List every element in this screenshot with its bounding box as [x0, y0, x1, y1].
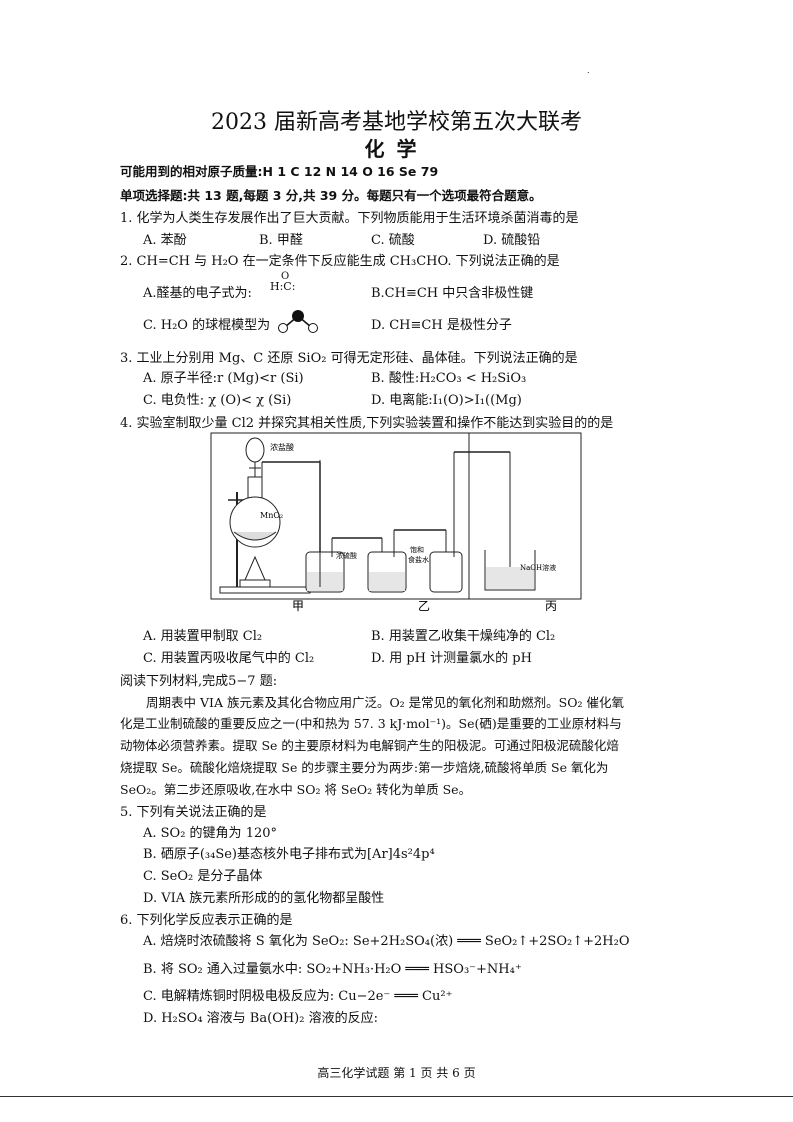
experiment-apparatus-diagram: 浓盐酸 MnO₂ 浓硫酸 饱和 食盐水 NaOH溶液 甲 乙 丙: [210, 432, 582, 612]
q2-option-a: A.醛基的电子式为:: [143, 286, 252, 301]
q6-option-c: C. 电解精炼铜时阴极电极反应为: Cu−2e⁻ ═══ Cu²⁺: [143, 989, 453, 1004]
exam-title: 2023 届新高考基地学校第五次大联考: [211, 110, 582, 135]
q5-stem: 5. 下列有关说法正确的是: [120, 805, 267, 820]
q3-option-b: B. 酸性:H₂CO₃ < H₂SiO₃: [371, 371, 527, 386]
q4-option-c: C. 用装置丙吸收尾气中的 Cl₂: [143, 651, 315, 666]
reading-intro: 阅读下列材料,完成5−7 题:: [120, 674, 278, 689]
label-jia: 甲: [292, 599, 304, 612]
q4-option-d: D. 用 pH 计测量氯水的 pH: [371, 651, 532, 666]
section-heading: 单项选择题:共 13 题,每题 3 分,共 39 分。每题只有一个选项最符合题意…: [120, 188, 542, 203]
reading-line-5: SeO₂。第二步还原吸收,在水中 SO₂ 将 SeO₂ 转化为单质 Se。: [120, 782, 472, 797]
q6-option-d: D. H₂SO₄ 溶液与 Ba(OH)₂ 溶液的反应:: [143, 1011, 378, 1026]
exam-subject: 化学: [364, 137, 429, 161]
q5-option-c: C. SeO₂ 是分子晶体: [143, 869, 263, 884]
q6-option-a: A. 焙烧时浓硫酸将 S 氧化为 SeO₂: Se+2H₂SO₄(浓) ═══ …: [143, 934, 630, 949]
q6-stem: 6. 下列化学反应表示正确的是: [120, 913, 293, 928]
water-ball-stick-model: [278, 310, 318, 333]
aldehyde-electron-formula: O H:C:: [270, 271, 296, 293]
label-bing: 丙: [545, 599, 557, 612]
reading-line-4: 烧提取 Se。硫酸化焙烧提取 Se 的步骤主要分为两步:第一步焙烧,硫酸将单质 …: [120, 760, 609, 775]
reading-line-1: 周期表中 VIA 族元素及其化合物应用广泛。O₂ 是常见的氧化剂和助燃剂。SO₂…: [146, 695, 624, 710]
q5-option-d: D. VIA 族元素所形成的的氢化物都呈酸性: [143, 891, 385, 906]
q4-option-b: B. 用装置乙收集干燥纯净的 Cl₂: [371, 629, 556, 644]
reading-line-3: 动物体必须营养素。提取 Se 的主要原材料为电解铜产生的阳极泥。可通过阳极泥硫酸…: [120, 738, 619, 753]
q1-option-a: A. 苯酚: [143, 233, 187, 248]
label-saturated-2: 食盐水: [408, 555, 429, 564]
top-mark: .: [587, 66, 590, 75]
q2-option-c: C. H₂O 的球棍模型为: [143, 318, 271, 333]
q4-stem: 4. 实验室制取少量 Cl2 并探究其相关性质,下列实验装置和操作不能达到实验目…: [120, 416, 614, 431]
q1-option-d: D. 硫酸铅: [483, 233, 541, 248]
label-mno2: MnO₂: [260, 511, 283, 520]
q3-option-d: D. 电离能:I₁(O)>I₁((Mg): [371, 393, 522, 408]
q3-option-a: A. 原子半径:r (Mg)<r (Si): [143, 371, 304, 386]
label-saturated-1: 饱和: [410, 545, 424, 554]
q1-stem: 1. 化学为人类生存发展作出了巨大贡献。下列物质能用于生活环境杀菌消毒的是: [120, 211, 579, 226]
label-naoh: NaOH溶液: [520, 563, 556, 572]
label-conc-hcl: 浓盐酸: [270, 442, 294, 452]
q5-option-a: A. SO₂ 的键角为 120°: [143, 826, 278, 841]
q3-stem: 3. 工业上分别用 Mg、C 还原 SiO₂ 可得无定形硅、晶体硅。下列说法正确…: [120, 351, 578, 366]
page-footer: 高三化学试题 第 1 页 共 6 页: [317, 1066, 476, 1080]
q6-option-b: B. 将 SO₂ 通入过量氨水中: SO₂+NH₃·H₂O ═══ HSO₃⁻+…: [143, 962, 522, 977]
label-yi: 乙: [418, 599, 430, 612]
q2-option-d: D. CH≡CH 是极性分子: [371, 318, 512, 333]
q1-option-c: C. 硫酸: [371, 233, 415, 248]
reading-line-2: 化是工业制硫酸的重要反应之一(中和热为 57. 3 kJ·mol⁻¹)。Se(硒…: [120, 716, 622, 731]
q4-option-a: A. 用装置甲制取 Cl₂: [143, 629, 263, 644]
q2-option-b: B.CH≡CH 中只含非极性键: [371, 286, 534, 301]
q1-option-b: B. 甲醛: [259, 233, 303, 248]
footer-divider: [0, 1096, 793, 1097]
q2-stem: 2. CH=CH 与 H₂O 在一定条件下反应能生成 CH₃CHO. 下列说法正…: [120, 254, 560, 269]
q3-option-c: C. 电负性: χ (O)< χ (Si): [143, 393, 292, 408]
q5-option-b: B. 硒原子(₃₄Se)基态核外电子排布式为[Ar]4s²4p⁴: [143, 847, 435, 862]
label-conc-h2so4: 浓硫酸: [336, 551, 357, 560]
atomic-mass-line: 可能用到的相对原子质量:H 1 C 12 N 14 O 16 Se 79: [120, 164, 439, 179]
